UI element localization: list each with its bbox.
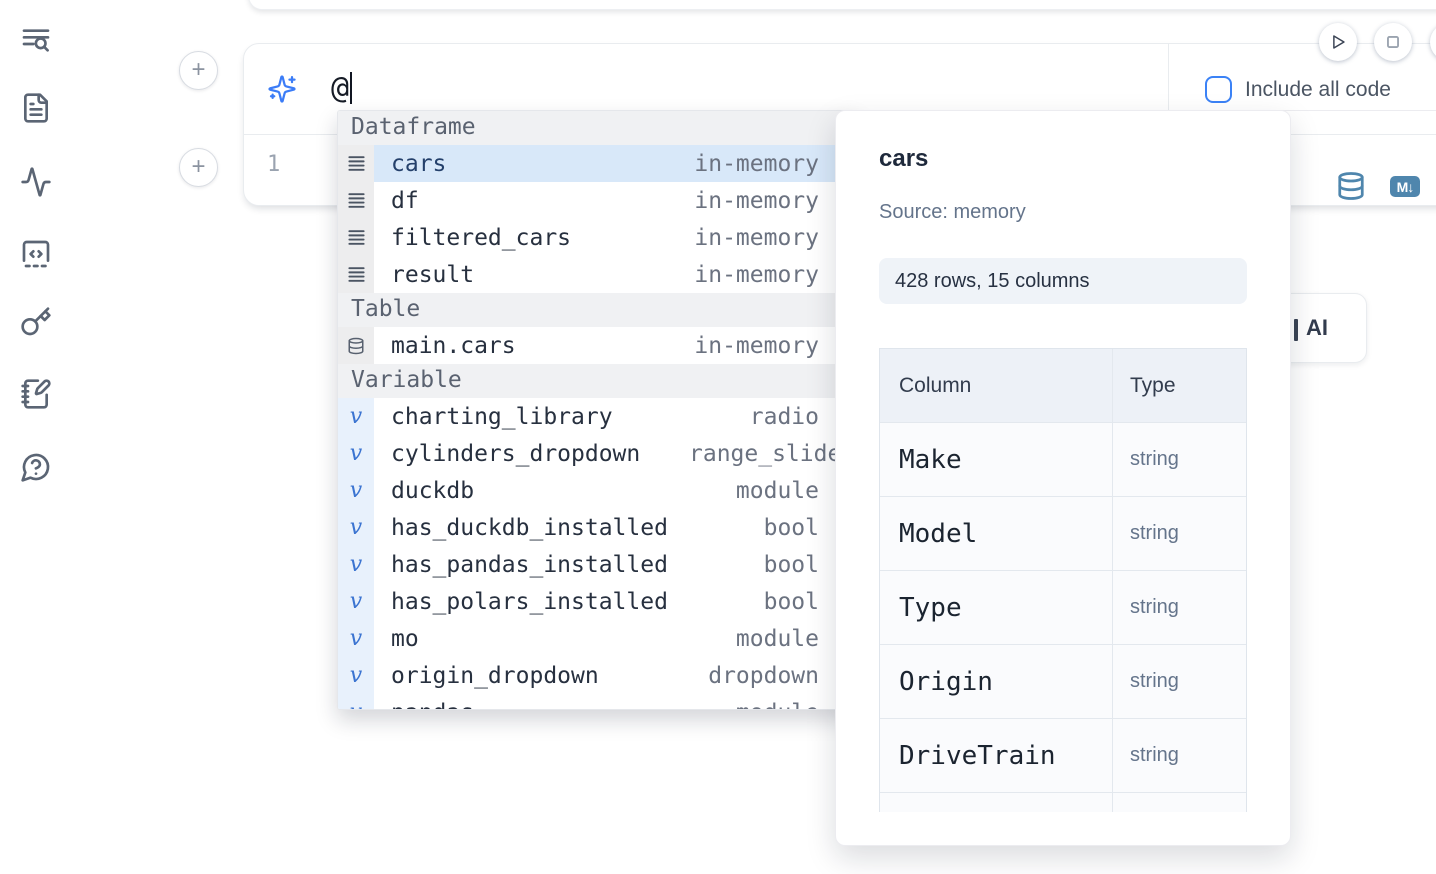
key-icon[interactable] <box>20 306 52 338</box>
play-icon <box>1333 35 1345 49</box>
dataframe-rows-icon <box>338 219 374 256</box>
schema-row-origin: Origin string <box>880 645 1246 719</box>
variable-icon: v <box>338 620 374 657</box>
variable-icon: v <box>338 583 374 620</box>
typed-text: @ <box>331 70 350 106</box>
add-cell-button-bottom[interactable]: + <box>179 148 218 187</box>
text-search-icon[interactable] <box>20 24 52 56</box>
table-database-icon <box>338 327 374 364</box>
type-header: Type <box>1130 373 1176 397</box>
variable-icon: v <box>338 398 374 435</box>
dataframe-preview-panel: cars Source: memory 428 rows, 15 columns… <box>835 110 1291 846</box>
scratchpad-code-icon[interactable] <box>20 238 52 270</box>
activity-icon[interactable] <box>20 166 52 198</box>
database-action-icon[interactable] <box>1336 171 1366 201</box>
dataframe-rows-icon <box>338 145 374 182</box>
section-header-dataframe: Dataframe <box>338 111 856 145</box>
run-cell-button[interactable] <box>1319 23 1357 61</box>
dataframe-rows-icon <box>338 182 374 219</box>
variable-icon: v <box>338 546 374 583</box>
sparkles-icon <box>267 74 297 104</box>
include-all-code-checkbox[interactable] <box>1205 76 1232 103</box>
markdown-download-icon[interactable]: M↓ <box>1390 176 1420 197</box>
variable-icon: v <box>338 657 374 694</box>
preview-title: cars <box>879 145 929 172</box>
schema-table: Column Type Make string Model string Typ… <box>879 348 1247 812</box>
add-cell-button-top[interactable]: + <box>179 51 218 90</box>
previous-cell <box>248 0 1436 10</box>
help-bubble-icon[interactable] <box>20 451 52 483</box>
variable-icon: v <box>338 435 374 472</box>
include-all-code-label: Include all code <box>1245 78 1391 101</box>
shape-badge: 428 rows, 15 columns <box>879 258 1247 304</box>
file-text-icon[interactable] <box>20 92 52 124</box>
variable-icon: v <box>338 509 374 546</box>
ai-prompt-input[interactable]: @ <box>331 70 353 106</box>
schema-row-drivetrain: DriveTrain string <box>880 719 1246 793</box>
schema-row-type: Type string <box>880 571 1246 645</box>
notebook-pen-icon[interactable] <box>20 378 52 410</box>
schema-header-row: Column Type <box>880 349 1246 423</box>
variable-icon: v <box>338 472 374 509</box>
extra-run-button[interactable] <box>1430 23 1436 61</box>
variable-icon: v <box>338 694 374 709</box>
section-header-variable: Variable <box>338 364 856 398</box>
completion-item-pandas[interactable]: v pandasmodule <box>338 694 856 709</box>
prompt-divider <box>1168 44 1169 134</box>
column-header: Column <box>880 349 1113 422</box>
dataframe-rows-icon <box>338 256 374 293</box>
text-caret <box>350 72 353 104</box>
stop-cell-button[interactable] <box>1374 23 1412 61</box>
schema-row-model: Model string <box>880 497 1246 571</box>
clipped-glyph <box>1294 319 1298 341</box>
line-number: 1 <box>267 152 281 177</box>
stop-icon <box>1387 36 1399 48</box>
section-header-table: Table <box>338 293 856 327</box>
ai-button-label: AI <box>1306 315 1328 340</box>
schema-row-make: Make string <box>880 423 1246 497</box>
preview-source: Source: memory <box>879 201 1026 223</box>
schema-row-clipped <box>880 793 1246 812</box>
